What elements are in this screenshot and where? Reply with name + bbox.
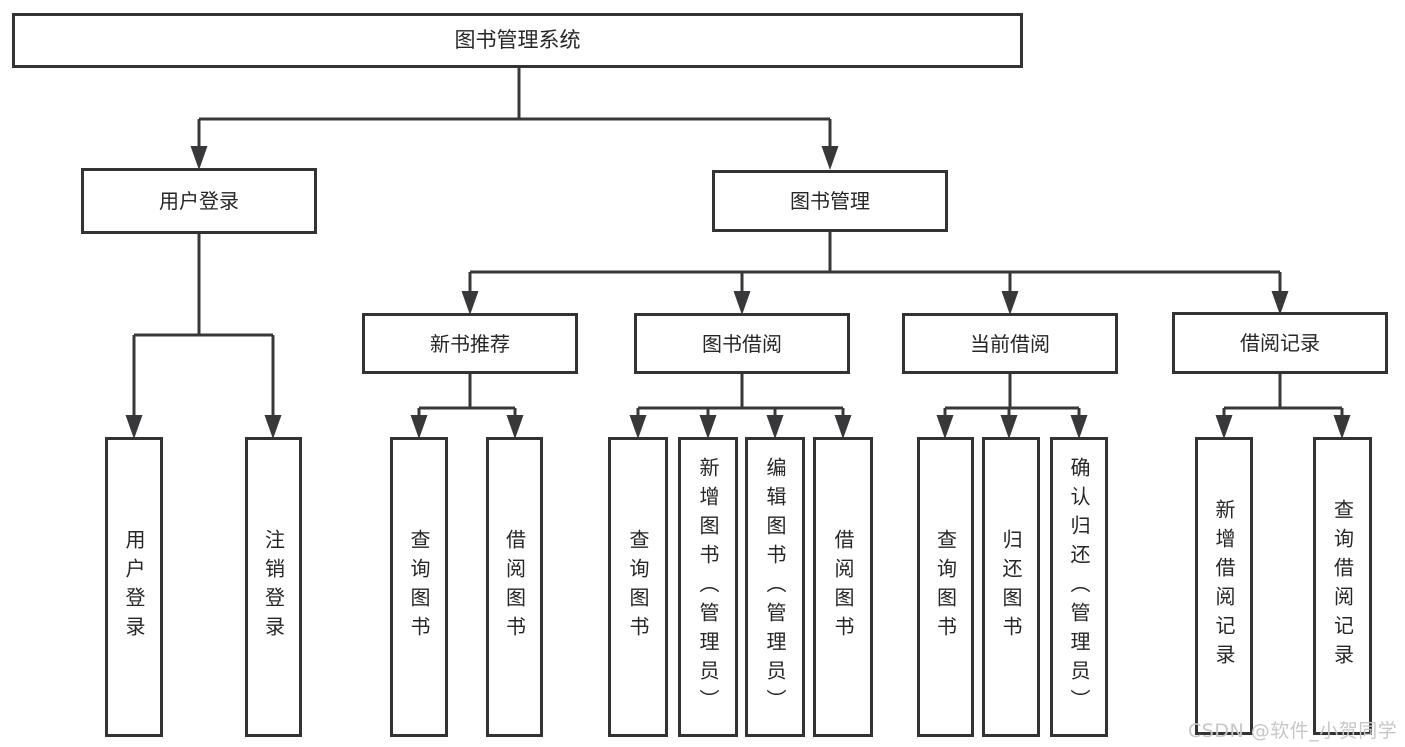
node-query-books-borrow: 查询图书 bbox=[608, 437, 668, 737]
arrowhead-icon bbox=[1333, 415, 1351, 439]
arrowhead-icon bbox=[1001, 291, 1019, 315]
connector-path bbox=[132, 68, 1344, 429]
arrowhead-icon bbox=[766, 415, 784, 439]
node-add-borrowing-record: 新增借阅记录 bbox=[1195, 437, 1253, 735]
arrowhead-icon bbox=[733, 291, 751, 315]
arrowhead-icon bbox=[461, 291, 479, 315]
arrowhead-icon bbox=[821, 146, 839, 170]
node-return-books: 归还图书 bbox=[982, 437, 1040, 737]
node-book-management: 图书管理 bbox=[712, 170, 948, 232]
node-add-books-admin: 新增图书（管理员） bbox=[678, 437, 738, 737]
node-borrow-books: 借阅图书 bbox=[813, 437, 873, 737]
node-query-books-recommend: 查询图书 bbox=[390, 437, 448, 737]
node-borrowing-records: 借阅记录 bbox=[1172, 312, 1388, 374]
csdn-watermark: CSDN @软件_小贺同学 bbox=[1188, 720, 1398, 742]
node-query-books-current: 查询图书 bbox=[917, 437, 974, 737]
arrowhead-icon bbox=[1000, 415, 1018, 439]
arrowhead-icon bbox=[125, 415, 143, 439]
node-confirm-return-admin: 确认归还（管理员） bbox=[1050, 437, 1108, 737]
arrowhead-icon bbox=[410, 415, 428, 439]
node-query-borrowing-record: 查询借阅记录 bbox=[1313, 437, 1372, 735]
node-book-borrowing: 图书借阅 bbox=[634, 313, 850, 374]
node-user-login: 用户登录 bbox=[105, 437, 163, 737]
node-borrow-books-recommend: 借阅图书 bbox=[486, 437, 543, 737]
arrowhead-icon bbox=[1271, 291, 1289, 315]
arrowhead-icon bbox=[1070, 415, 1088, 439]
node-logout: 注销登录 bbox=[245, 437, 302, 737]
node-edit-books-admin: 编辑图书（管理员） bbox=[745, 437, 805, 737]
arrowhead-icon bbox=[699, 415, 717, 439]
arrowhead-icon bbox=[190, 146, 208, 170]
arrowhead-icon bbox=[264, 415, 282, 439]
node-user-login-group: 用户登录 bbox=[81, 168, 317, 234]
arrowhead-icon bbox=[834, 415, 852, 439]
arrowhead-icon bbox=[1215, 415, 1233, 439]
arrowhead-icon bbox=[506, 415, 524, 439]
arrowhead-icon bbox=[629, 415, 647, 439]
node-current-borrowing: 当前借阅 bbox=[902, 313, 1118, 374]
node-new-book-recommendation: 新书推荐 bbox=[362, 313, 578, 374]
node-root: 图书管理系统 bbox=[12, 13, 1023, 68]
arrowhead-icon bbox=[936, 415, 954, 439]
